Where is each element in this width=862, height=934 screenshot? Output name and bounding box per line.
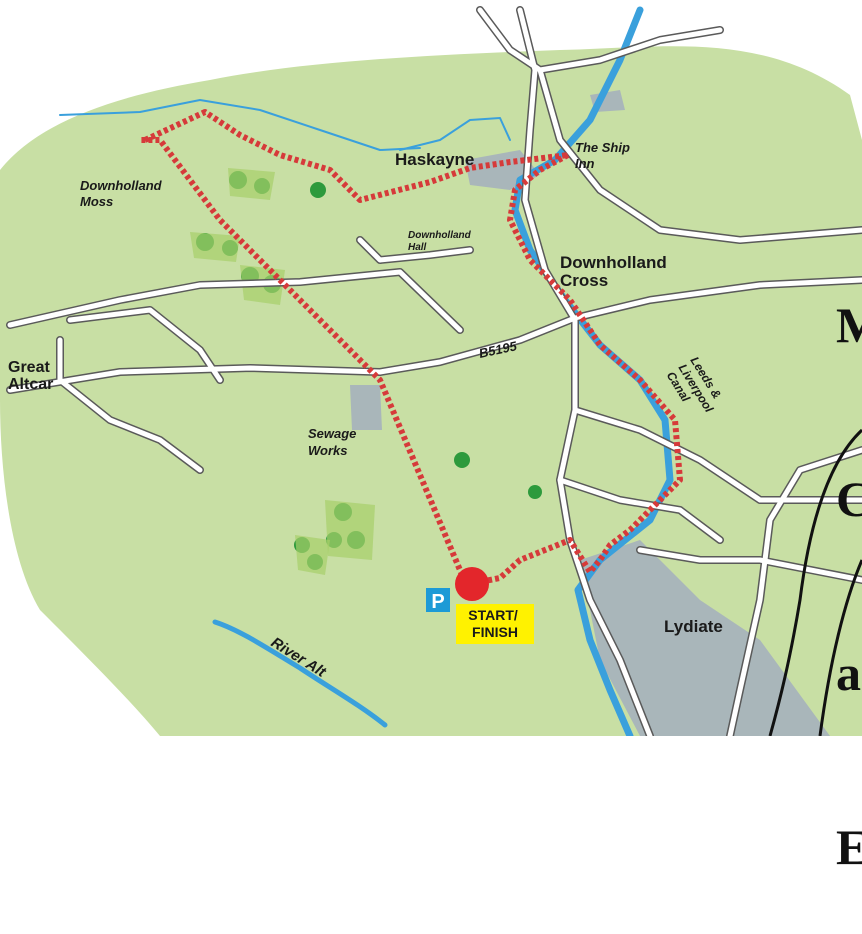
start-finish-label: START/ FINISH (468, 607, 521, 640)
stream-north (59, 99, 421, 151)
cropped-title-line-2: C (836, 471, 862, 527)
stream-haskayne (399, 117, 511, 151)
label-haskayne: Haskayne (395, 150, 474, 169)
finish-line: FINISH (472, 624, 518, 640)
start-finish-dot (455, 567, 489, 601)
cropped-title-line-1: M (836, 297, 862, 353)
cropped-title-line-3: a (836, 645, 861, 701)
parking-icon: P (431, 591, 444, 613)
cropped-title-line-4: E (836, 819, 862, 875)
label-lydiate: Lydiate (664, 617, 723, 636)
river-alt (212, 619, 388, 728)
walk-route (140, 109, 683, 587)
railway-lines (768, 428, 862, 736)
start-finish-label-bg (456, 604, 534, 644)
start-line: START/ (468, 607, 518, 623)
cropped-title: M C a E (836, 180, 862, 934)
roads (7, 7, 862, 736)
parking-sign (426, 588, 450, 612)
